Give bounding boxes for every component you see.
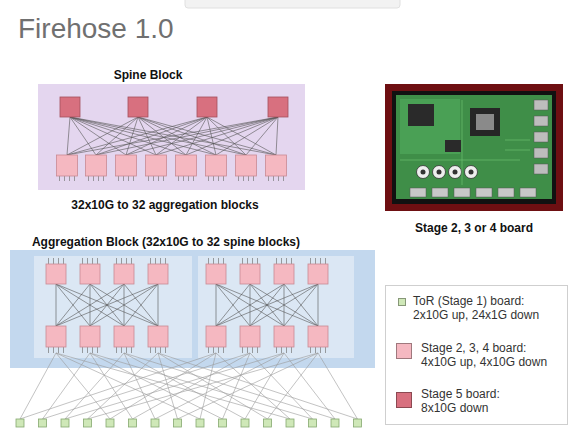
legend-text: ToR (Stage 1) board: 2x10G up, 24x1G dow… — [413, 294, 545, 322]
tor-board — [84, 419, 92, 427]
tor-board — [219, 419, 227, 427]
tor-board — [354, 419, 362, 427]
board-photo: Stage 2, 3 or 4 board — [385, 84, 563, 211]
tor-board — [16, 419, 24, 427]
tor-board — [106, 419, 114, 427]
legend-swatch — [396, 343, 412, 359]
tor-board — [39, 419, 47, 427]
tor-board — [174, 419, 182, 427]
tor-board — [264, 419, 272, 427]
aggregation-block: Aggregation Block (32x10G to 32 spine bl… — [10, 250, 375, 368]
legend-text: Stage 5 board: 8x10G down — [421, 387, 521, 415]
block-heading: Spine Block — [98, 68, 198, 82]
tor-board — [309, 419, 317, 427]
slide-title: Firehose 1.0 — [18, 13, 174, 45]
tor-board — [129, 419, 137, 427]
legend-swatch — [396, 392, 412, 408]
legend-box: ToR (Stage 1) board: 2x10G up, 24x1G dow… — [385, 285, 568, 425]
header-tab — [185, 0, 400, 8]
legend-text: Stage 2, 3, 4 board: 4x10G up, 4x10G dow… — [421, 341, 553, 369]
tor-board — [61, 419, 69, 427]
block-heading: Aggregation Block (32x10G to 32 spine bl… — [10, 235, 322, 249]
spine-block: Spine Block32x10G to 32 aggregation bloc… — [38, 84, 305, 190]
tor-board — [151, 419, 159, 427]
tor-board — [331, 419, 339, 427]
tor-board — [196, 419, 204, 427]
block-caption: 32x10G to 32 aggregation blocks — [38, 198, 292, 212]
legend-swatch — [398, 298, 406, 306]
photo-caption: Stage 2, 3 or 4 board — [385, 221, 563, 235]
tor-board — [286, 419, 294, 427]
tor-board — [241, 419, 249, 427]
